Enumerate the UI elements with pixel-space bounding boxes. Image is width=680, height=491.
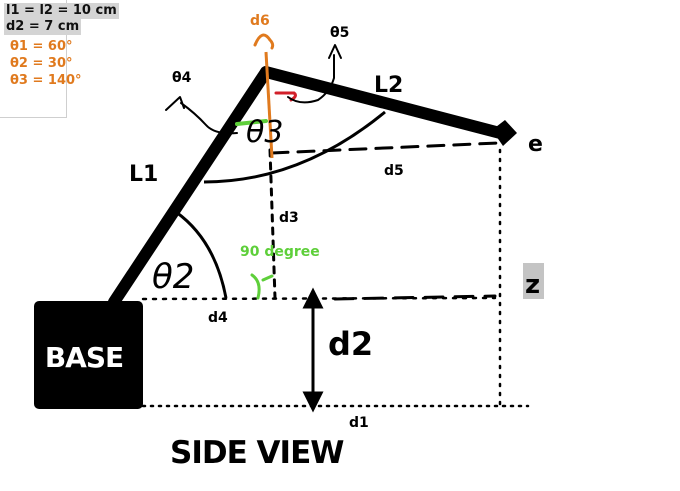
theta2-arc	[175, 210, 228, 299]
theta5-rotation-arrow	[287, 44, 342, 104]
label-l1: L1	[129, 162, 158, 187]
d5-line	[270, 141, 500, 155]
label-d2: d2	[328, 325, 373, 363]
label-right-angle: 90 degree	[240, 244, 320, 260]
z-label-highlight	[523, 263, 544, 299]
base-top-line-dash	[333, 294, 497, 301]
label-l2: L2	[374, 73, 403, 98]
side-view-title: SIDE VIEW	[170, 435, 344, 471]
link-l2	[260, 66, 506, 139]
right-angle-mark	[250, 273, 274, 300]
link-l1	[108, 66, 272, 308]
given-theta2: θ2 = 30°	[10, 56, 73, 71]
d6-line	[264, 51, 274, 159]
d6-brace	[253, 33, 275, 50]
base-label: BASE	[45, 341, 123, 374]
label-e: e	[528, 132, 543, 157]
label-z: z	[525, 270, 540, 300]
label-d4: d4	[208, 310, 228, 326]
given-d2: d2 = 7 cm	[4, 19, 82, 35]
theta3-arc	[203, 110, 386, 184]
label-theta3-angle: θ3	[246, 115, 283, 150]
label-d3: d3	[279, 210, 299, 226]
label-d1: d1	[349, 415, 369, 431]
label-theta4: θ4	[172, 70, 192, 86]
green-tick	[235, 119, 268, 126]
given-lengths: l1 = l2 = 10 cm	[4, 3, 119, 19]
label-theta2-angle: θ2	[152, 257, 194, 297]
label-d5: d5	[384, 163, 404, 179]
given-theta1: θ1 = 60°	[10, 39, 73, 54]
label-d6: d6	[250, 13, 270, 29]
label-theta5: θ5	[330, 25, 349, 41]
theta4-rotation-arrow	[165, 96, 238, 135]
end-effector-tip	[492, 120, 517, 146]
given-theta3: θ3 = 140°	[10, 73, 82, 88]
base-block	[34, 301, 143, 409]
